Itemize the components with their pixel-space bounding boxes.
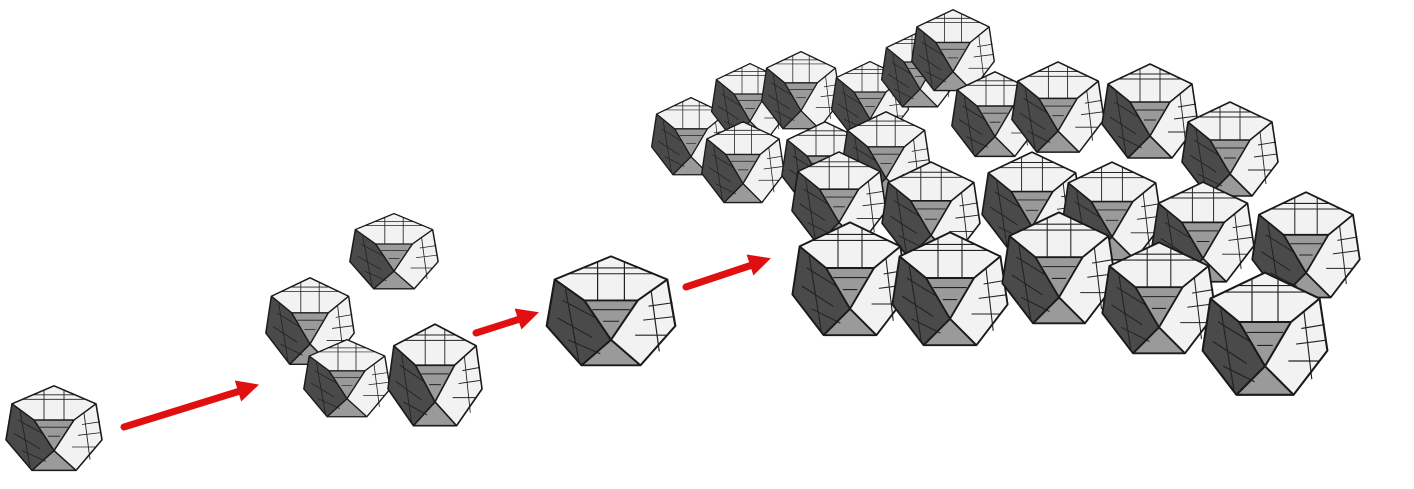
single-cage-unit <box>6 386 102 471</box>
four-cage-units <box>266 214 482 426</box>
arrow-1 <box>124 374 262 427</box>
cage-unit-right <box>388 324 482 426</box>
assembled-cage-cluster <box>547 256 676 365</box>
framework-cage-unit <box>762 52 841 129</box>
framework-cage-unit <box>792 222 907 335</box>
extended-cage-framework <box>652 10 1360 395</box>
arrow-2 <box>476 302 542 333</box>
framework-cage-unit <box>1012 62 1104 152</box>
cage-unit-top <box>350 214 438 289</box>
arrow-3 <box>686 248 774 287</box>
framework-cage-unit <box>1102 64 1198 158</box>
